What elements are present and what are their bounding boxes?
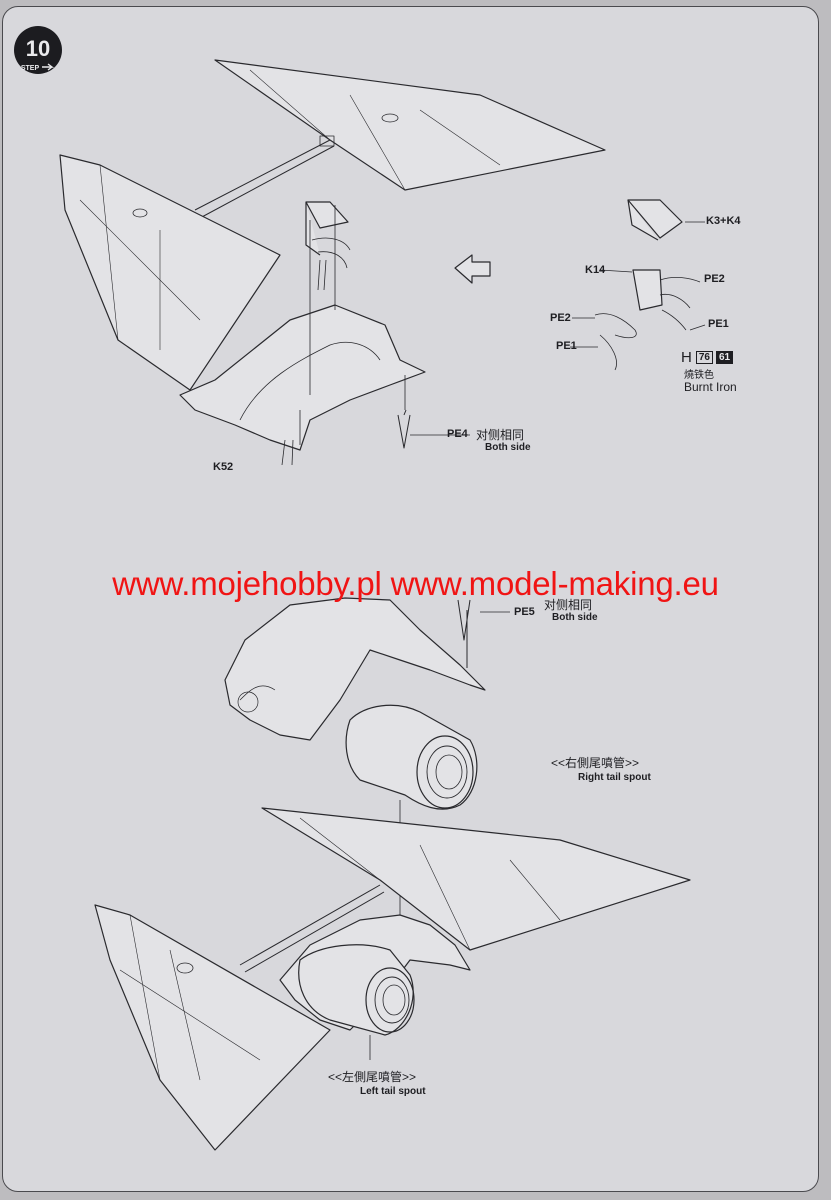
part-label-k3k4: K3+K4: [706, 215, 741, 227]
right-tail-spout: [345, 704, 478, 810]
tail-fuselage-lower: [224, 597, 486, 741]
paint-code-2: 61: [715, 351, 734, 364]
right-stabilizer-bottom: [261, 807, 691, 951]
watermark: www.mojehobby.pl www.model-making.eu: [112, 565, 719, 602]
pe4-note-en: Both side: [485, 442, 531, 453]
pe5-note-en: Both side: [552, 612, 598, 623]
k3k4-part: [627, 199, 683, 241]
right-spout-cn: <<右側尾噴管>>: [551, 756, 640, 770]
left-spout-en: Left tail spout: [360, 1086, 426, 1097]
paint-code: H 76 61: [681, 349, 734, 366]
bracket-k3k4-top: [305, 201, 349, 256]
tail-fuselage-top: [179, 304, 426, 451]
left-tail-spout: [298, 944, 414, 1036]
paint-prefix: H: [681, 349, 692, 366]
left-stabilizer-bottom: [94, 904, 331, 1151]
part-label-pe2-left: PE2: [550, 312, 571, 324]
part-label-k52: K52: [213, 461, 234, 473]
k14-part: [632, 269, 663, 311]
step-number: 10: [26, 36, 50, 61]
step-label: STEP: [21, 65, 40, 72]
paint-name-en: Burnt Iron: [684, 380, 737, 394]
part-label-pe1-left: PE1: [556, 340, 577, 352]
pe4-note-cn: 对侧相同: [476, 428, 525, 442]
part-label-k14: K14: [585, 264, 606, 276]
step-badge: 10 STEP: [8, 20, 70, 78]
right-stabilizer-top: [214, 59, 606, 191]
step-number-icon: 10 STEP: [14, 26, 62, 74]
part-label-pe5: PE5: [514, 606, 535, 618]
paint-name-cn: 燒铁色: [684, 370, 714, 381]
pe5-note-cn: 对侧相同: [544, 598, 593, 612]
part-label-pe4: PE4: [447, 428, 468, 440]
pe4-part: [397, 409, 411, 449]
left-spout-cn: <<左側尾噴管>>: [328, 1070, 417, 1084]
right-spout-en: Right tail spout: [578, 772, 651, 783]
paint-code-1: 76: [695, 351, 713, 364]
direction-arrow: [454, 254, 491, 284]
part-label-pe1-right: PE1: [708, 318, 729, 330]
part-label-pe2-right: PE2: [704, 273, 725, 285]
